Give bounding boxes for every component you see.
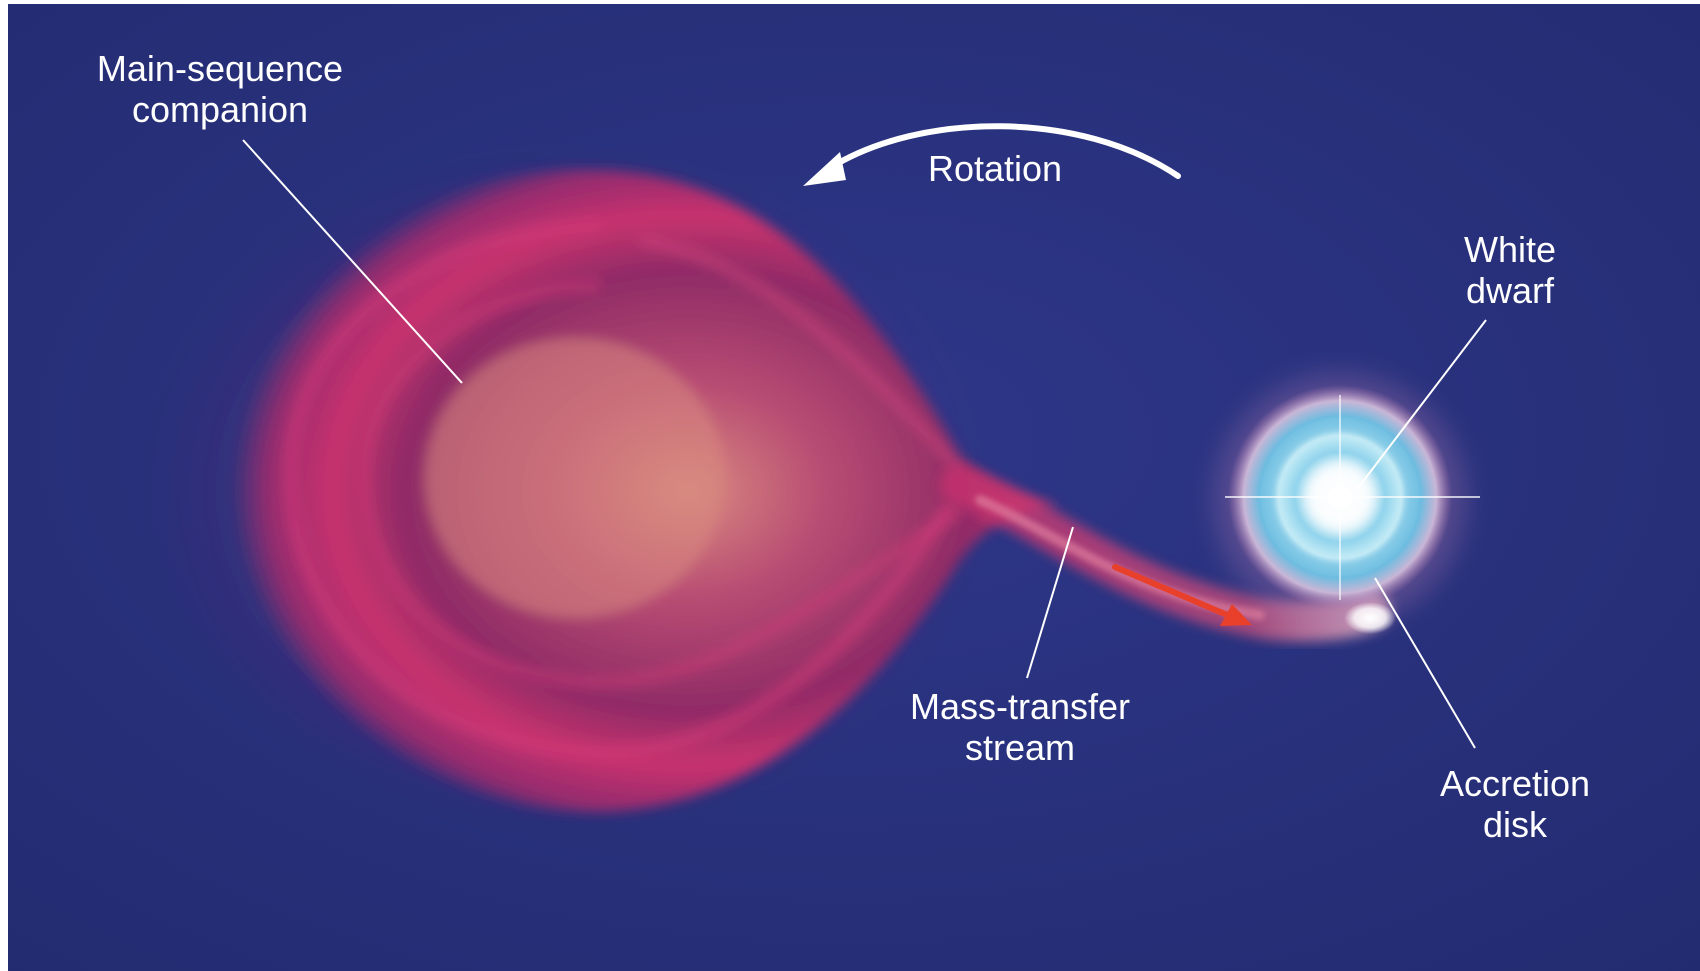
label-white-dwarf-line-2: dwarf [1465,270,1555,311]
hot-spot [1344,602,1396,634]
label-disk-line-1: Accretion [1439,763,1591,804]
rotation-arrow [827,123,1181,179]
leader-line-white-dwarf [1357,319,1487,489]
companion-core [425,338,725,618]
rotation-arrowhead [803,152,846,186]
label-stream-line-1: Mass-transfer [909,686,1131,727]
left-border [0,0,8,971]
label-white-dwarf-line-1: White [1463,229,1557,270]
leader-line-stream [1026,526,1074,679]
label-mass-transfer-stream: Mass-transfer stream [880,686,1160,768]
label-stream-line-2: stream [964,727,1076,768]
top-border [0,0,1700,4]
label-rotation-line-1: Rotation [927,148,1063,189]
flow-direction-arrow [1112,564,1235,620]
leader-line-disk [1374,577,1476,749]
mass-transfer-stream-core [975,495,1265,620]
label-companion-line-2: companion [131,89,309,130]
flow-ring-inner [358,279,964,689]
flow-ring-upper [639,235,964,474]
label-main-sequence-companion: Main-sequence companion [80,48,360,130]
label-companion-line-1: Main-sequence [96,48,344,89]
companion-star [231,169,1060,813]
label-white-dwarf: White dwarf [1440,229,1580,311]
flow-direction-arrowhead [1220,604,1252,626]
leader-line-companion [242,139,463,384]
label-rotation: Rotation [905,148,1085,189]
white-dwarf [1225,395,1480,600]
label-disk-line-2: disk [1482,804,1548,845]
label-accretion-disk: Accretion disk [1405,763,1625,845]
